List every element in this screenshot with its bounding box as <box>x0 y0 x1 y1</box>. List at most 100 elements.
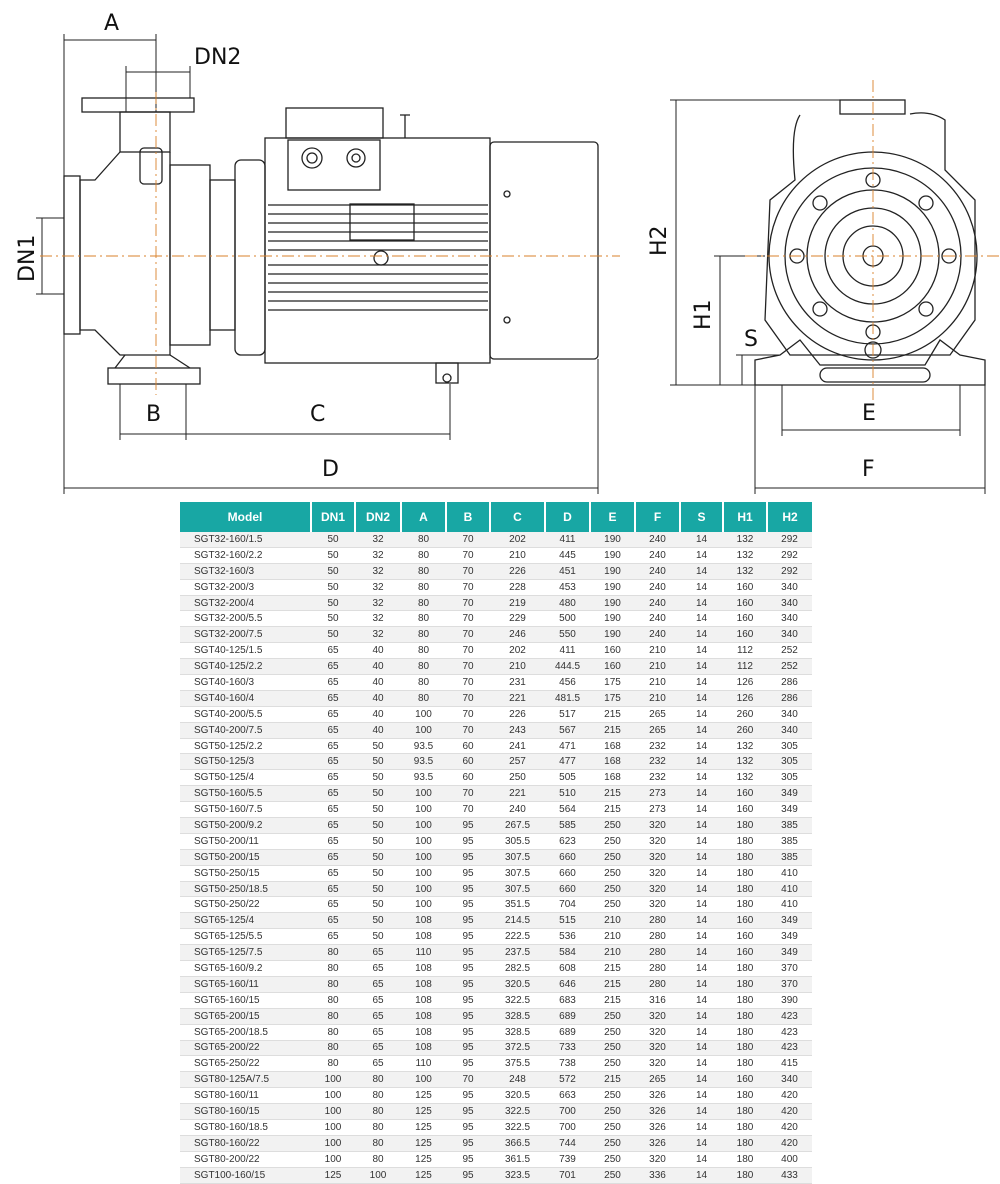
value-cell-e: 250 <box>590 1103 635 1120</box>
value-cell-h1: 132 <box>723 563 767 580</box>
dim-label-dn2: DN2 <box>194 45 241 70</box>
value-cell-s: 14 <box>680 563 723 580</box>
value-cell-e: 250 <box>590 1024 635 1041</box>
value-cell-s: 14 <box>680 1040 723 1057</box>
value-cell-dn1: 65 <box>311 817 355 834</box>
value-cell-dn2: 50 <box>355 896 401 914</box>
value-cell-h1: 180 <box>723 1024 767 1041</box>
value-cell-dn1: 65 <box>311 738 355 755</box>
value-cell-f: 210 <box>635 642 680 660</box>
value-cell-dn1: 65 <box>311 722 355 739</box>
value-cell-a: 108 <box>401 976 446 993</box>
value-cell-c: 250 <box>490 769 545 787</box>
value-cell-a: 125 <box>401 1167 446 1184</box>
value-cell-h1: 160 <box>723 579 767 596</box>
value-cell-h1: 160 <box>723 912 767 930</box>
value-cell-c: 222.5 <box>490 928 545 946</box>
value-cell-h2: 433 <box>767 1167 812 1184</box>
value-cell-b: 95 <box>446 944 490 962</box>
value-cell-h2: 349 <box>767 785 812 803</box>
value-cell-h1: 180 <box>723 881 767 898</box>
value-cell-h2: 390 <box>767 992 812 1009</box>
value-cell-d: 515 <box>545 912 590 930</box>
value-cell-c: 229 <box>490 610 545 628</box>
dimension-lines <box>36 34 986 494</box>
value-cell-h2: 305 <box>767 753 812 771</box>
value-cell-c: 267.5 <box>490 817 545 834</box>
value-cell-a: 80 <box>401 626 446 644</box>
value-cell-a: 108 <box>401 960 446 977</box>
value-cell-e: 190 <box>590 547 635 564</box>
value-cell-a: 125 <box>401 1135 446 1152</box>
value-cell-dn2: 50 <box>355 928 401 946</box>
column-header-d: D <box>544 502 590 532</box>
value-cell-f: 326 <box>635 1135 680 1152</box>
dim-label-s: S <box>744 327 758 352</box>
value-cell-d: 608 <box>545 960 590 977</box>
model-cell: SGT80-160/15 <box>180 1103 311 1120</box>
model-cell: SGT65-200/18.5 <box>180 1024 311 1041</box>
value-cell-h1: 112 <box>723 658 767 676</box>
value-cell-d: 700 <box>545 1103 590 1120</box>
value-cell-b: 95 <box>446 817 490 834</box>
model-cell: SGT50-200/11 <box>180 833 311 850</box>
value-cell-h2: 349 <box>767 801 812 819</box>
value-cell-d: 564 <box>545 801 590 819</box>
value-cell-a: 110 <box>401 944 446 962</box>
value-cell-f: 336 <box>635 1167 680 1184</box>
value-cell-h1: 160 <box>723 801 767 819</box>
value-cell-c: 226 <box>490 563 545 580</box>
value-cell-f: 320 <box>635 1040 680 1057</box>
value-cell-h1: 132 <box>723 738 767 755</box>
value-cell-c: 307.5 <box>490 865 545 882</box>
value-cell-d: 456 <box>545 674 590 691</box>
value-cell-a: 108 <box>401 1024 446 1041</box>
value-cell-f: 232 <box>635 738 680 755</box>
value-cell-h1: 180 <box>723 992 767 1009</box>
value-cell-dn1: 65 <box>311 642 355 660</box>
model-cell: SGT40-125/2.2 <box>180 658 311 676</box>
value-cell-dn1: 80 <box>311 960 355 977</box>
value-cell-a: 125 <box>401 1119 446 1136</box>
value-cell-d: 451 <box>545 563 590 580</box>
value-cell-b: 70 <box>446 706 490 723</box>
value-cell-b: 95 <box>446 1008 490 1025</box>
value-cell-f: 320 <box>635 881 680 898</box>
value-cell-h2: 420 <box>767 1103 812 1120</box>
value-cell-e: 190 <box>590 532 635 548</box>
value-cell-e: 215 <box>590 976 635 993</box>
value-cell-dn2: 50 <box>355 801 401 819</box>
value-cell-s: 14 <box>680 753 723 771</box>
model-cell: SGT65-125/5.5 <box>180 928 311 946</box>
value-cell-dn2: 80 <box>355 1103 401 1120</box>
value-cell-h1: 260 <box>723 706 767 723</box>
value-cell-e: 190 <box>590 563 635 580</box>
value-cell-d: 660 <box>545 865 590 882</box>
value-cell-dn2: 50 <box>355 785 401 803</box>
value-cell-s: 14 <box>680 722 723 739</box>
value-cell-dn1: 65 <box>311 849 355 866</box>
value-cell-dn2: 100 <box>355 1167 401 1184</box>
value-cell-a: 100 <box>401 896 446 914</box>
value-cell-c: 372.5 <box>490 1040 545 1057</box>
value-cell-a: 108 <box>401 912 446 930</box>
value-cell-d: 480 <box>545 595 590 612</box>
value-cell-d: 660 <box>545 881 590 898</box>
value-cell-s: 14 <box>680 849 723 866</box>
value-cell-h2: 305 <box>767 738 812 755</box>
value-cell-e: 190 <box>590 579 635 596</box>
model-cell: SGT80-200/22 <box>180 1151 311 1168</box>
